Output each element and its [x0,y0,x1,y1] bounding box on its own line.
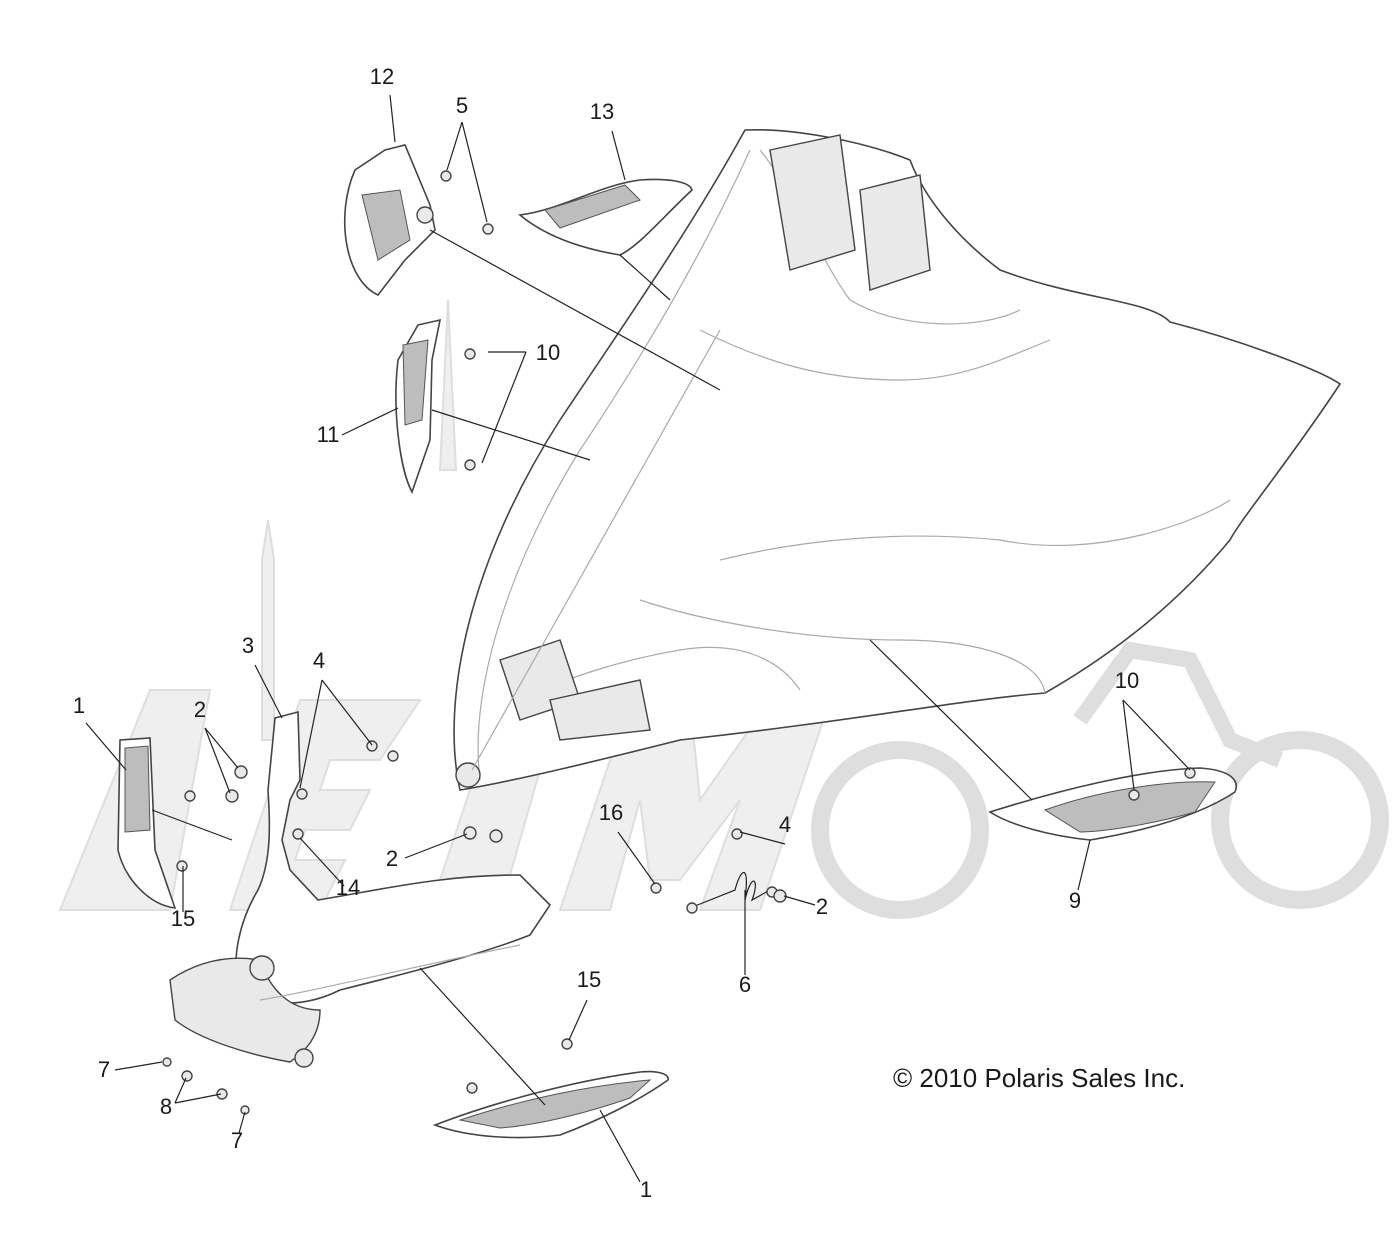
callout-12: 12 [370,64,394,89]
hood-assembly [453,128,1342,791]
fastener [650,882,662,894]
part-12-mirror [344,144,436,296]
nut [489,829,503,843]
part-11-trim [395,318,442,494]
callout-2: 2 [386,846,398,871]
fastener [1128,789,1140,801]
fastener [731,828,743,840]
callout-7: 7 [231,1128,243,1153]
fastener [366,740,378,752]
callout-9: 9 [1069,888,1081,913]
callout-2: 2 [816,894,828,919]
callout-6: 6 [739,972,751,997]
callout-16: 16 [599,800,623,825]
fastener [292,828,304,840]
fastener [162,1057,172,1067]
fastener [482,223,494,235]
nut [463,826,477,840]
leader-lines [85,94,1191,1183]
fastener [181,1070,193,1082]
callout-5: 5 [456,93,468,118]
fastener [464,459,476,471]
fastener [296,788,308,800]
fastener [561,1038,573,1050]
fastener [466,1082,478,1094]
part-1-left-panel [117,737,177,909]
callout-15: 15 [171,906,195,931]
callout-14: 14 [336,875,360,900]
callout-10: 10 [1115,668,1139,693]
part-1-bottom-panel [432,1070,669,1139]
callout-1: 1 [640,1177,652,1202]
callout-8: 8 [160,1094,172,1119]
fastener [1184,767,1196,779]
copyright-text: © 2010 Polaris Sales Inc. [893,1063,1185,1093]
part-13-vent [518,178,693,256]
callout-13: 13 [590,99,614,124]
fastener [176,860,188,872]
hardware [162,170,1196,1115]
part-9-panel [988,767,1237,841]
callout-10: 10 [536,340,560,365]
callout-1: 1 [73,693,85,718]
fastener [464,348,476,360]
callout-4: 4 [313,648,325,673]
fastener [216,1088,228,1100]
part-3-bumper [169,710,552,1068]
nut [225,789,239,803]
callout-3: 3 [242,633,254,658]
fastener [387,750,399,762]
callout-7: 7 [98,1057,110,1082]
callout-4: 4 [779,812,791,837]
callout-15: 15 [577,967,601,992]
callout-2: 2 [194,697,206,722]
callout-11: 11 [317,422,340,447]
nut [234,765,248,779]
fastener [184,790,196,802]
fastener [440,170,452,182]
